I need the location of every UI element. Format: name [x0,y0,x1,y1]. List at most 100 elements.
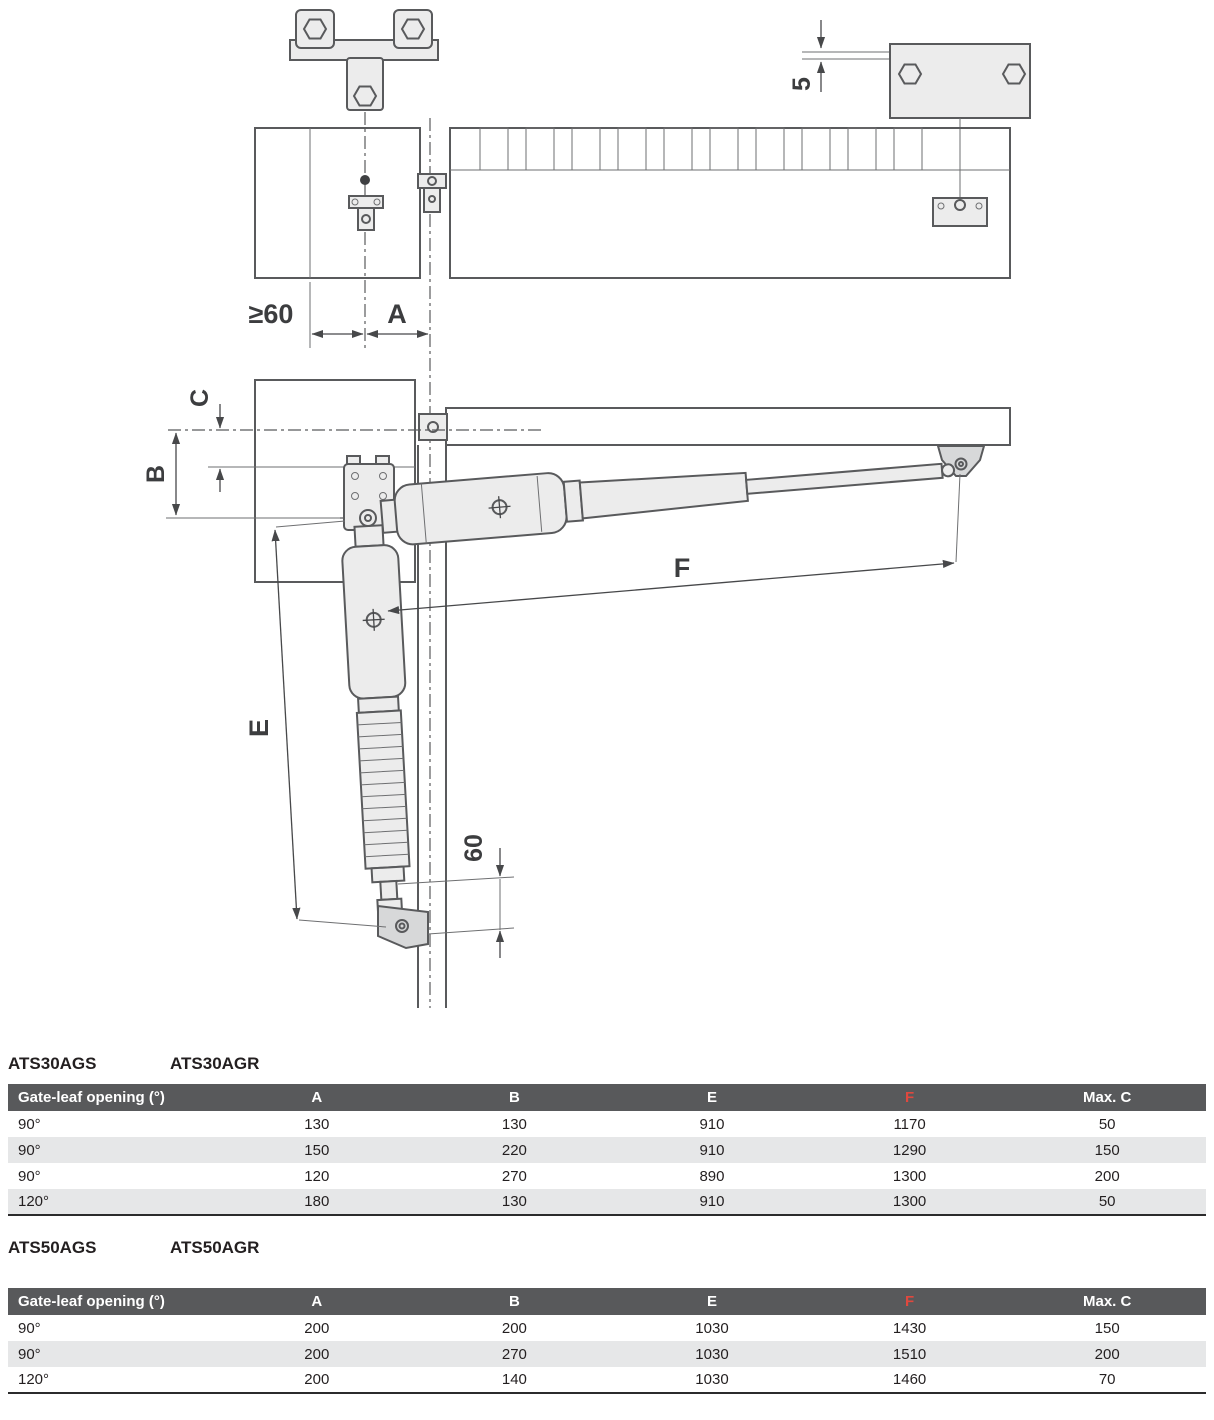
bolt-hex-icon [302,18,328,40]
column-header-b: B [415,1288,614,1315]
dimension-value-cell: 200 [304,1371,330,1388]
gate-slats [479,127,923,171]
dimension-value-cell: 1030 [695,1371,729,1388]
front-pivot [359,509,377,527]
bracket-axis [348,112,384,348]
column-header-a: A [218,1084,416,1111]
wall-plate-top-view: 5 [788,20,1031,227]
dimension-value-cell: 1300 [892,1167,927,1185]
dimension-value-cell: 1300 [892,1193,927,1210]
pivot-dot [360,175,370,185]
dim-label-a: A [387,299,407,329]
dimension-value-cell: 270 [501,1167,527,1185]
dimension-value-cell: 200 [501,1319,527,1337]
gate-leaf-opening-cell: 90° [18,1345,41,1363]
gate-leaf-opening-cell: 90° [18,1319,41,1337]
installation-diagram: 5 [142,9,1031,1008]
model-heading-row: ATS50AGS ATS50AGR [8,1238,1206,1258]
column-header-max-c: Max. C [1008,1288,1206,1315]
dimension-e: E [244,520,387,928]
table-row: 90° 150 220 910 1290 150 [8,1137,1206,1163]
bolt-hex-icon [897,63,923,85]
dim-label-b: B [142,465,170,483]
dim-label-e: E [244,719,274,737]
dimension-value-cell: 130 [501,1193,527,1210]
table-row: 90° 200 200 1030 1430 150 [8,1315,1206,1341]
dimension-value-cell: 150 [1094,1319,1120,1337]
model-name: ATS50AGR [170,1238,260,1257]
spec-tables: ATS30AGS ATS30AGR Gate-leaf opening (°)A… [0,1054,1214,1420]
model-name: ATS30AGS [8,1054,97,1073]
column-header-e: E [613,1288,811,1315]
column-header-f: F [810,1084,1009,1111]
dimension-value-cell: 1510 [892,1345,927,1363]
gate-leaf-opening-cell: 120° [18,1193,50,1210]
dimension-value-cell: 180 [304,1193,330,1210]
technical-drawing: 5 [142,9,1031,1008]
gate-leaf-opening-cell: 120° [18,1371,50,1388]
actuator-closed-position [379,462,956,546]
gate-bracket-top-view [289,9,439,111]
table-row: 120° 180 130 910 1300 50 [8,1189,1206,1215]
dimension-value-cell: 1030 [695,1319,729,1337]
dimension-value-cell: 270 [501,1345,527,1363]
dimension-value-cell: 1460 [892,1371,927,1388]
dimension-a: A [366,299,429,339]
dimension-60: 60 [397,834,515,958]
bottom-bracket [377,904,429,950]
column-header-max-c: Max. C [1008,1084,1206,1111]
model-name: ATS30AGR [170,1054,260,1073]
dimension-value-cell: 220 [501,1141,527,1159]
bolt-hex-icon [1001,63,1027,85]
bolt-hex-icon [400,18,426,40]
table-row: 120° 200 140 1030 1460 70 [8,1367,1206,1393]
dim-label-c: C [186,389,214,407]
dimension-value-cell: 140 [501,1371,527,1388]
table-row: 90° 200 270 1030 1510 200 [8,1341,1206,1367]
gate-leaf-opening-cell: 90° [18,1141,41,1159]
dimension-min-clearance: ≥60 [249,282,364,348]
column-header-b: B [415,1084,614,1111]
dimension-value-cell: 50 [1098,1115,1116,1133]
dimension-value-cell: 70 [1098,1371,1116,1388]
column-header-e: E [613,1084,811,1111]
dimension-value-cell: 1170 [893,1115,926,1133]
model-name: ATS50AGS [8,1238,97,1257]
dim-label-f: F [674,553,691,583]
dimension-value-cell: 910 [699,1193,725,1210]
dimension-value-cell: 130 [304,1115,330,1133]
dimension-value-cell: 910 [699,1115,725,1133]
dimension-value-cell: 200 [304,1345,330,1363]
actuator-open-position [341,524,411,930]
dimension-value-cell: 150 [304,1141,330,1159]
dimension-value-cell: 150 [1094,1141,1120,1159]
column-header-gate-leaf-opening: Gate-leaf opening (°) [8,1084,218,1111]
column-header-a: A [218,1288,416,1315]
dimension-value-cell: 130 [501,1115,527,1133]
dim-label-5: 5 [788,77,816,91]
dimension-value-cell: 200 [1094,1167,1120,1185]
dim-label-60: 60 [460,834,488,862]
column-header-f: F [810,1288,1009,1315]
dimension-value-cell: 200 [1094,1345,1120,1363]
dimension-value-cell: 200 [304,1319,330,1337]
column-header-gate-leaf-opening: Gate-leaf opening (°) [8,1288,218,1315]
dimension-value-cell: 910 [699,1141,725,1159]
dimension-value-cell: 50 [1098,1193,1116,1210]
dimension-value-cell: 1290 [892,1141,927,1159]
bolt-hex-icon [352,85,378,107]
dimension-b: B [142,432,181,516]
dimension-value-cell: 1030 [695,1345,729,1363]
dimension-value-cell: 1430 [892,1319,927,1337]
dimension-value-cell: 120 [304,1167,330,1185]
gate-leaf-opening-cell: 90° [18,1167,41,1185]
dimension-f: F [387,473,961,615]
dim-label-min60: ≥60 [249,299,294,329]
model-heading-row: ATS30AGS ATS30AGR [8,1054,1206,1074]
